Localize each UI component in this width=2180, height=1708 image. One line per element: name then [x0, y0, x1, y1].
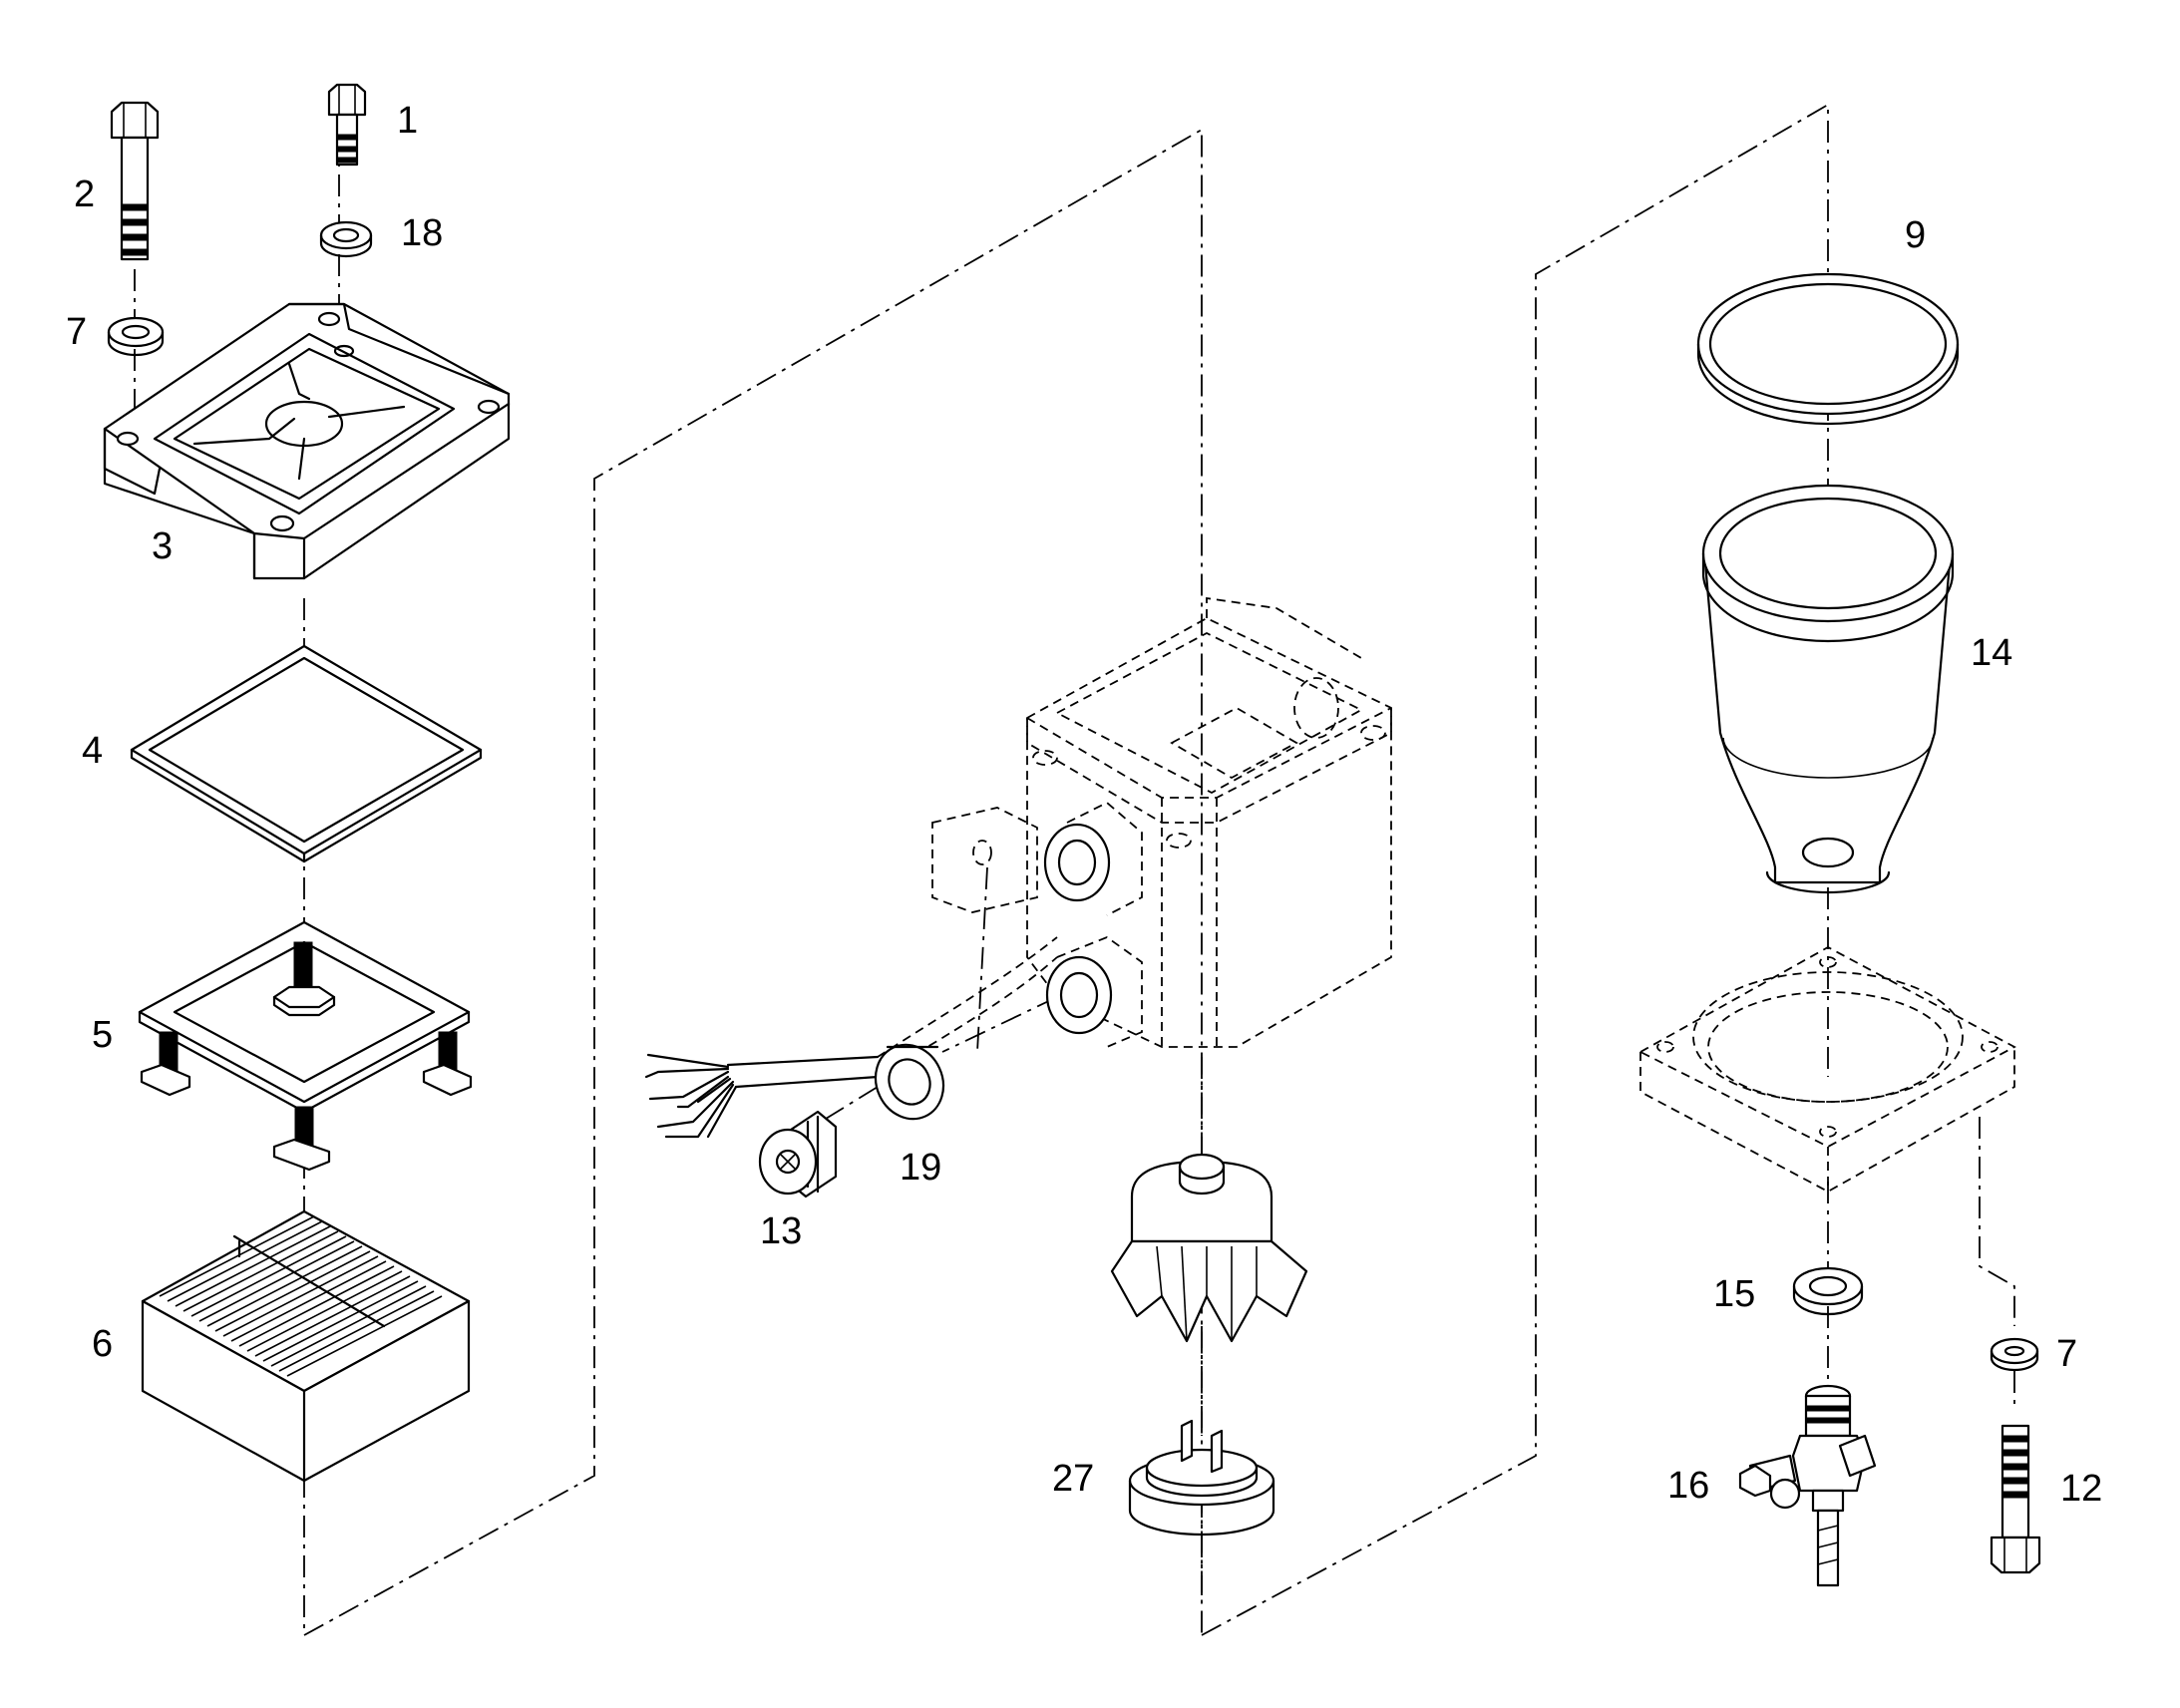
filter-support: [138, 920, 473, 1172]
base-flange: [1638, 945, 2016, 1194]
bolt-12: [1990, 1424, 2041, 1574]
o-ring-9: [1696, 272, 1960, 426]
float-assembly: [1110, 1153, 1308, 1343]
washer-18: [319, 220, 373, 258]
callout-6: 6: [92, 1323, 113, 1365]
callout-1: 1: [397, 100, 418, 142]
gasket-square: [130, 644, 483, 863]
washer-7-top: [107, 316, 165, 357]
bolt-long: [110, 101, 160, 261]
filter-element: [141, 1209, 471, 1483]
callout-5: 5: [92, 1014, 113, 1056]
bolt-short: [327, 83, 367, 167]
callout-9: 9: [1905, 214, 1926, 256]
drain-plug-13: [758, 1110, 838, 1198]
sensor-cap-27: [1128, 1419, 1275, 1537]
seal-ring-19: [874, 1043, 945, 1121]
callout-4: 4: [82, 730, 103, 772]
bowl-14: [1701, 484, 1955, 894]
washer-15: [1792, 1266, 1864, 1316]
callout-3: 3: [152, 525, 173, 567]
drain-valve-16: [1738, 1384, 1877, 1587]
callout-7-top: 7: [66, 311, 87, 353]
callout-2: 2: [74, 173, 95, 215]
callout-27: 27: [1052, 1458, 1094, 1500]
callout-15: 15: [1713, 1273, 1755, 1315]
callout-7-bottom: 7: [2056, 1333, 2077, 1375]
callout-12: 12: [2060, 1468, 2102, 1510]
washer-7-bottom: [1990, 1337, 2039, 1372]
callout-labels: 1 2 3 4 5 6 7 18 13 19 27 9 14 15 7 16 1…: [66, 100, 2102, 1510]
callout-16: 16: [1667, 1465, 1709, 1507]
assembly-boundary-lines: [303, 103, 1829, 1636]
cover-plate: [103, 302, 511, 580]
callout-18: 18: [401, 212, 443, 254]
callout-19: 19: [900, 1147, 941, 1189]
callout-14: 14: [1971, 632, 2012, 674]
callout-13: 13: [760, 1210, 802, 1252]
filter-housing: [644, 596, 1392, 1139]
